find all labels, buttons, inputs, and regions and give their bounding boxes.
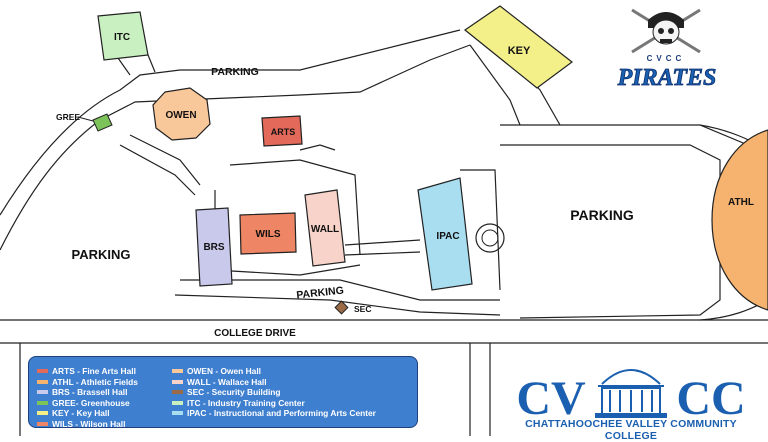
legend-swatch	[37, 421, 48, 426]
cvcc-logo: CV CC	[516, 369, 746, 425]
legend-swatch	[172, 411, 183, 416]
building-ipac[interactable]: IPAC	[417, 177, 505, 291]
building-athl-label: ATHL	[728, 197, 754, 208]
building-dome-icon	[595, 369, 667, 418]
legend-item-sec: SEC - Security Building	[172, 387, 376, 398]
building-key-label: KEY	[508, 45, 531, 57]
parking-label-west: PARKING	[72, 247, 131, 262]
legend-item-athl: ATHL - Athletic Fields	[37, 377, 138, 388]
building-sec-label: SEC	[354, 304, 371, 314]
building-gree[interactable]: GREE	[56, 112, 113, 132]
pirates-logo: CVCC PIRATES	[616, 8, 717, 91]
legend-item-label: IPAC - Instructional and Performing Arts…	[187, 408, 376, 419]
building-brs-label: BRS	[203, 242, 224, 253]
building-arts-label: ARTS	[271, 127, 296, 137]
map-legend: ARTS - Fine Arts Hall ATHL - Athletic Fi…	[28, 356, 418, 429]
logo-left-text: CV	[516, 372, 586, 425]
legend-item-owen: OWEN - Owen Hall	[172, 366, 376, 377]
legend-column-1: ARTS - Fine Arts Hall ATHL - Athletic Fi…	[37, 366, 138, 429]
legend-swatch	[37, 400, 48, 405]
building-ipac-label: IPAC	[436, 231, 459, 242]
legend-item-label: ITC - Industry Training Center	[187, 397, 305, 408]
parking-label-south: PARKING	[296, 285, 345, 302]
building-itc-label: ITC	[114, 32, 130, 43]
building-key[interactable]: KEY	[463, 5, 573, 89]
building-brs[interactable]: BRS	[195, 207, 233, 287]
legend-item-arts: ARTS - Fine Arts Hall	[37, 366, 138, 377]
legend-item-label: BRS - Brassell Hall	[52, 387, 128, 398]
college-name: CHATTAHOOCHEE VALLEY COMMUNITY COLLEGE	[525, 418, 737, 442]
legend-item-key: KEY - Key Hall	[37, 408, 138, 419]
building-owen-label: OWEN	[165, 110, 196, 121]
legend-item-label: WILS - Wilson Hall	[52, 418, 126, 429]
mascot-team-name: PIRATES	[617, 65, 717, 91]
legend-swatch	[37, 411, 48, 416]
logo-right-text: CC	[676, 372, 745, 425]
legend-item-label: SEC - Security Building	[187, 387, 281, 398]
building-sec[interactable]: SEC	[334, 300, 371, 315]
building-arts[interactable]: ARTS	[261, 115, 303, 147]
skull-icon	[631, 8, 701, 54]
building-gree-label: GREE	[56, 112, 80, 122]
legend-swatch	[172, 400, 183, 405]
building-athl[interactable]: ATHL	[711, 129, 768, 311]
legend-item-label: ARTS - Fine Arts Hall	[52, 366, 136, 377]
legend-item-wall: WALL - Wallace Hall	[172, 377, 376, 388]
legend-item-label: OWEN - Owen Hall	[187, 366, 261, 377]
legend-swatch	[37, 379, 48, 384]
legend-swatch	[172, 369, 183, 374]
building-wils[interactable]: WILS	[239, 212, 297, 255]
building-wall[interactable]: WALL	[304, 189, 346, 267]
legend-item-brs: BRS - Brassell Hall	[37, 387, 138, 398]
legend-item-label: ATHL - Athletic Fields	[52, 376, 138, 387]
legend-swatch	[172, 390, 183, 395]
legend-item-ipac: IPAC - Instructional and Performing Arts…	[172, 408, 376, 419]
legend-swatch	[172, 379, 183, 384]
road-label-college-drive: COLLEGE DRIVE	[214, 328, 296, 339]
legend-column-2: OWEN - Owen Hall WALL - Wallace Hall SEC…	[172, 366, 376, 419]
building-itc[interactable]: ITC	[97, 11, 149, 61]
legend-item-wils: WILS - Wilson Hall	[37, 419, 138, 430]
legend-swatch	[37, 390, 48, 395]
legend-item-itc: ITC - Industry Training Center	[172, 398, 376, 409]
building-owen[interactable]: OWEN	[152, 87, 211, 141]
building-wall-label: WALL	[311, 224, 339, 235]
legend-swatch	[37, 369, 48, 374]
parking-label-north: PARKING	[211, 66, 259, 78]
mascot-letters: CVCC	[647, 54, 686, 63]
legend-item-label: GREE- Greenhouse	[52, 397, 130, 408]
legend-item-gree: GREE- Greenhouse	[37, 398, 138, 409]
legend-item-label: KEY - Key Hall	[52, 408, 110, 419]
parking-label-east: PARKING	[570, 207, 634, 223]
legend-item-label: WALL - Wallace Hall	[187, 376, 267, 387]
building-wils-label: WILS	[256, 229, 281, 240]
